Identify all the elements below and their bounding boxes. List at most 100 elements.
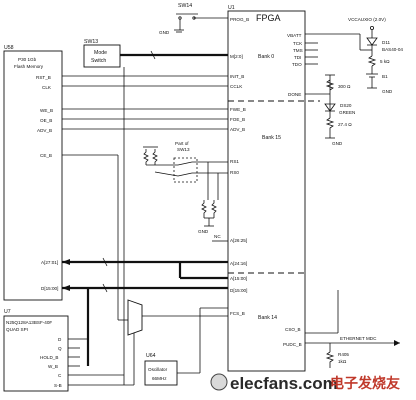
flash-pin-clk: CLK [42, 85, 52, 90]
rs-switch-blade-2 [177, 172, 193, 177]
pin-prog-b: PROG_B [230, 17, 249, 22]
flash-pin-oe-b: OE_B [40, 118, 52, 123]
rs-part-2: SW13 [177, 147, 190, 152]
ethernet-arrow [394, 340, 400, 346]
rs-pd-res-2 [211, 200, 217, 218]
res-5k [367, 55, 377, 67]
mux-body [127, 299, 143, 336]
flash-desc-1: P30 1Gb [18, 57, 37, 62]
vccauxio-node [369, 25, 374, 30]
fpga-name: FPGA [256, 13, 281, 23]
sw14-button: SW14 GND [159, 3, 228, 35]
ds20-ref: DS20 [340, 103, 352, 108]
pin-fcs-b: FCS_B [230, 311, 245, 316]
res-274 [325, 117, 335, 138]
bus-mode-slash [150, 50, 156, 60]
pin-foe-b: FOE_B [230, 117, 245, 122]
sw13-label-1: Mode [94, 50, 107, 56]
gnd-sw14-label: GND [159, 30, 170, 35]
sw13-mode-switch: SW13 Mode Switch [83, 39, 228, 68]
pin-vbatt: VBATT [287, 33, 302, 38]
spi-pin-c: C [58, 373, 62, 378]
spi-ref: U7 [4, 309, 11, 315]
bus-address-slash [102, 257, 108, 267]
pin-a1500: A[15:00] [230, 276, 247, 281]
fpga-u1: U1 FPGA Bank 0 Bank 15 Bank 14 PROG_B M[… [227, 5, 320, 372]
sw14-contact-a [178, 16, 182, 20]
spi-desc-1: N25Q128A13BSF-40F [6, 320, 52, 325]
d11-part: BAS40-04 [382, 47, 403, 52]
flash-pin-rst-b: RST_B [36, 75, 51, 80]
pin-adv-b: ADV_B [230, 127, 245, 132]
spi-pin-q: Q [58, 346, 62, 351]
fpga-body [227, 10, 306, 372]
spi-pin-w-b: W_B [48, 364, 58, 369]
flash-ref: U58 [4, 45, 14, 51]
flash-body [3, 50, 63, 301]
b1-gnd-label: GND [382, 89, 393, 94]
bank-0-label: Bank 0 [258, 54, 274, 60]
fpga-ref: U1 [228, 5, 235, 11]
spi-u7: U7 N25Q128A13BSF-40F QUAD SPI D Q HOLD_B… [3, 309, 80, 392]
pin-fwe-b: FWE_B [230, 107, 246, 112]
osc-body [144, 360, 178, 386]
address-data-buses: NC [62, 234, 228, 366]
ds20-led [324, 103, 336, 112]
spi-pin-hold-b: HOLD_B [40, 355, 58, 360]
r405-val: 1kΩ [338, 359, 347, 364]
flash-pin-a: A[27:01] [41, 260, 58, 265]
pin-cso-b: CSO_B [285, 327, 301, 332]
sw14-ref: SW14 [178, 3, 192, 9]
rs-net-b [154, 171, 179, 177]
rs-part-1: Part of [175, 141, 189, 146]
oscillator-u64: U64 Oscillator 66MHz [144, 307, 228, 386]
bank-14-label: Bank 14 [258, 315, 277, 321]
flash-pin-ce-b: CE_B [40, 153, 52, 158]
res-5k-label: 5 kΩ [380, 59, 390, 64]
sw13-label-2: Switch [91, 58, 106, 64]
control-nets [62, 67, 228, 386]
rs-switch: Part of SW13 GND [143, 141, 228, 234]
flash-pin-adv-b: ADV_B [37, 128, 52, 133]
pin-rs0: RS0 [230, 170, 239, 175]
led-gnd-label: GND [332, 141, 343, 146]
rs-switch-frame [173, 157, 198, 183]
res-300-label: 300 Ω [338, 84, 351, 89]
bank-15-label: Bank 15 [262, 135, 281, 141]
vccauxio-label: VCCAUXIO (2.0V) [348, 17, 386, 22]
pin-d1500: D[15:00] [230, 288, 247, 293]
res-274-label: 27.4 Ω [338, 122, 352, 127]
pin-rs1: RS1 [230, 159, 239, 164]
pin-init-b: INIT_B [230, 74, 244, 79]
watermark-cn: 电子发烧友 [330, 375, 400, 392]
spi-body [3, 315, 69, 392]
ethernet-label: ETHERNET MDC [340, 336, 377, 341]
d11-ref: D11 [382, 40, 391, 45]
d11-diode [366, 37, 378, 46]
res-300 [325, 79, 335, 91]
osc-ref: U64 [146, 353, 156, 359]
pin-pudc-b: PUDC_B [283, 342, 302, 347]
rs-switch-blade-1 [177, 161, 193, 166]
watermark: elecfans.com 电子发烧友 [210, 373, 400, 393]
flash-u58: U58 P30 1Gb Flash Memory RST_B CLK WE_B … [3, 45, 63, 301]
nc-label: NC [214, 234, 221, 239]
pin-tms: TMS [293, 48, 303, 53]
spi-pin-d: D [58, 337, 62, 342]
cs-mux [127, 299, 228, 336]
pin-cclk: CCLK [230, 84, 243, 89]
spi-pin-s-b: S-B [54, 383, 62, 388]
r405-ref: R405 [338, 352, 349, 357]
ds20-color: GREEN [339, 110, 355, 115]
r405 [325, 351, 335, 368]
flash-desc-2: Flash Memory [14, 64, 44, 69]
pin-tck: TCK [293, 41, 303, 46]
b1-ref: B1 [382, 74, 388, 79]
watermark-logo [210, 373, 228, 391]
bus-address-arrow [62, 259, 70, 265]
pin-tdi: TDI [294, 55, 301, 60]
power-and-status: VCCAUXIO (2.0V) D11 BAS40-04 5 kΩ B1 GND… [305, 17, 403, 368]
rs-gnd-label: GND [198, 229, 209, 234]
bus-data-arrow [62, 285, 70, 291]
